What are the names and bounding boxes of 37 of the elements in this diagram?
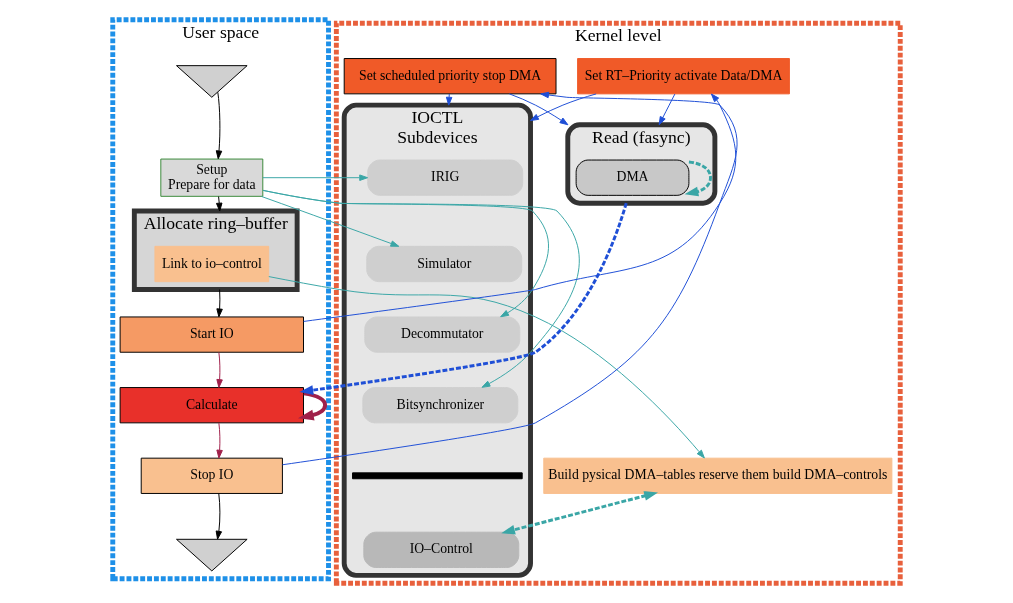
- arrow: [445, 93, 453, 106]
- arrow: [658, 93, 676, 126]
- arrow: [215, 91, 223, 160]
- arrow: [262, 189, 580, 388]
- arrow: [216, 422, 223, 459]
- arrow: [215, 493, 223, 540]
- node-triangle: [176, 65, 248, 98]
- node-box: Set scheduled priority stop DMA: [343, 58, 557, 95]
- arrow: [216, 289, 223, 318]
- arrow: [501, 491, 658, 535]
- node-box: Set RT–Priority activate Data/DMA: [577, 58, 790, 95]
- node-box: Bitsynchronizer: [362, 387, 519, 424]
- arrow: [530, 93, 597, 122]
- node-box: Setup Prepare for data: [160, 158, 264, 197]
- arrow: [684, 160, 712, 197]
- node-box: Calculate: [119, 387, 304, 424]
- node-box: Simulator: [366, 245, 523, 283]
- node-bar: [352, 472, 523, 480]
- arrow: [282, 91, 738, 466]
- arrow: [262, 174, 369, 181]
- arrow: [268, 276, 705, 459]
- node-box: Build pysical DMA–tables reserve them build DMA–controls: [543, 457, 893, 494]
- arrow: [216, 196, 223, 212]
- node-box: Stop IO: [140, 457, 283, 494]
- arrow: [299, 202, 628, 395]
- arrow: [298, 391, 328, 421]
- node-box: Start IO: [119, 316, 304, 353]
- arrow: [260, 195, 400, 247]
- node-box: IO–Control: [363, 531, 520, 568]
- arrow: [216, 352, 223, 388]
- arrow: [303, 93, 737, 322]
- node-box: IRIG: [367, 159, 524, 196]
- node-box: Link to io–control: [154, 245, 270, 283]
- node-box: Decommutator: [364, 316, 521, 353]
- node-triangle: [176, 538, 248, 572]
- arrow: [508, 93, 569, 126]
- node-box: DMA: [575, 159, 690, 196]
